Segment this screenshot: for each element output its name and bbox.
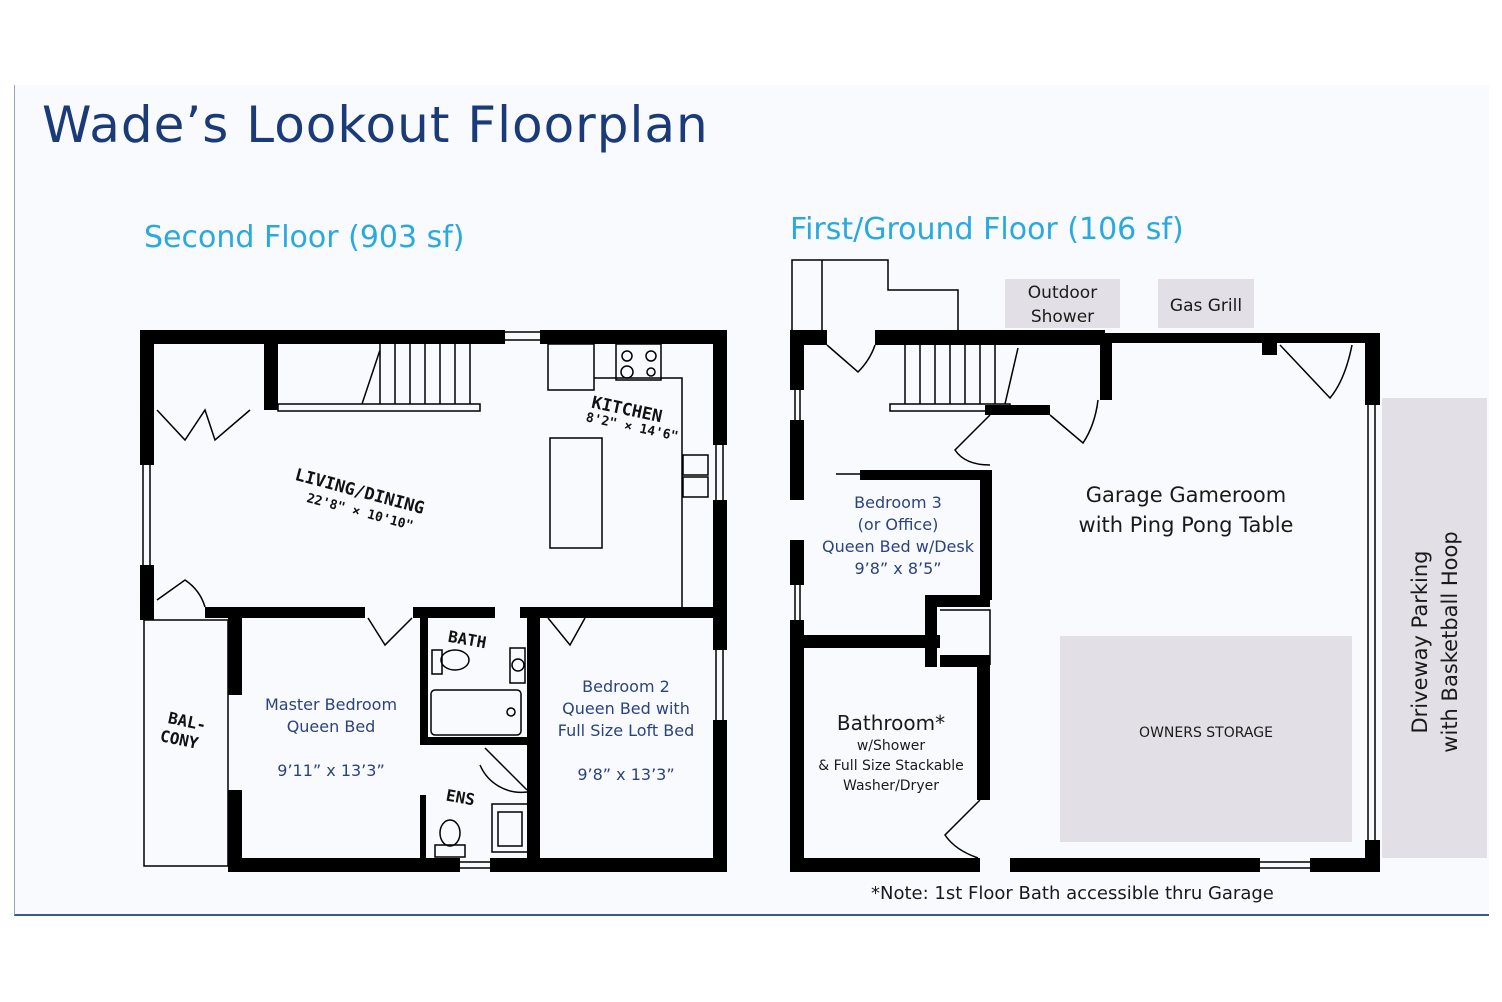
second-floor-heading: Second Floor (903 sf)	[144, 220, 465, 255]
bedroom-3-name: Bedroom 3	[854, 493, 942, 512]
first-floor-heading: First/Ground Floor (106 sf)	[790, 212, 1184, 247]
bedroom-3-size: 9’8” x 8’5”	[854, 559, 942, 578]
bedroom-2-name: Bedroom 2	[582, 677, 670, 696]
bathroom-label: Bathroom* w/Shower & Full Size Stackable…	[806, 710, 976, 796]
bedroom-3-alt: (or Office)	[857, 515, 939, 534]
outdoor-shower-box	[1005, 279, 1120, 328]
garage-desc: with Ping Pong Table	[1078, 513, 1294, 537]
first-floor-details	[791, 259, 1376, 869]
driveway-line-2: with Basketball Hoop	[1438, 531, 1462, 753]
bedroom-2-bed: Queen Bed with	[562, 699, 690, 718]
storage-box	[1060, 636, 1352, 842]
bedroom-2-label: Bedroom 2 Queen Bed with Full Size Loft …	[545, 676, 707, 786]
outdoor-shower-line-1: Outdoor	[1027, 283, 1098, 303]
owners-storage-label: OWNERS STORAGE	[1139, 725, 1273, 741]
bedroom-2-size: 9’8” x 13’3”	[577, 765, 675, 784]
second-floor-plan	[140, 330, 727, 872]
driveway-label: Driveway Parking with Basketball Hoop	[1405, 507, 1465, 777]
gas-grill-label: Gas Grill	[1169, 296, 1243, 316]
master-bedroom-size: 9’11” x 13’3”	[277, 761, 385, 780]
bathroom-dryer: Washer/Dryer	[843, 778, 939, 794]
outdoor-shower-label: Outdoor Shower	[1005, 281, 1120, 329]
bath-access-note: *Note: 1st Floor Bath accessible thru Ga…	[871, 883, 1274, 904]
driveway-line-1: Driveway Parking	[1408, 550, 1432, 734]
bathroom-shower: w/Shower	[856, 738, 926, 754]
outdoor-shower-line-2: Shower	[1030, 307, 1095, 327]
first-floor-plan	[790, 330, 1380, 872]
page-title: Wade’s Lookout Floorplan	[42, 96, 709, 154]
garage-label: Garage Gameroom with Ping Pong Table	[1046, 480, 1326, 540]
master-bedroom-name: Master Bedroom	[264, 695, 398, 714]
master-bedroom-label: Master Bedroom Queen Bed 9’11” x 13’3”	[250, 694, 412, 782]
gas-grill-box	[1158, 279, 1254, 328]
garage-name: Garage Gameroom	[1085, 483, 1287, 507]
bedroom-2-loft: Full Size Loft Bed	[557, 721, 695, 740]
bedroom-3-bed: Queen Bed w/Desk	[822, 537, 974, 556]
bedroom-3-label: Bedroom 3 (or Office) Queen Bed w/Desk 9…	[812, 492, 984, 580]
bathroom-name: Bathroom*	[836, 711, 946, 735]
driveway-box	[1382, 398, 1487, 858]
master-bedroom-bed: Queen Bed	[286, 717, 376, 736]
bathroom-washer: & Full Size Stackable	[818, 758, 964, 774]
second-floor-details	[142, 331, 724, 869]
